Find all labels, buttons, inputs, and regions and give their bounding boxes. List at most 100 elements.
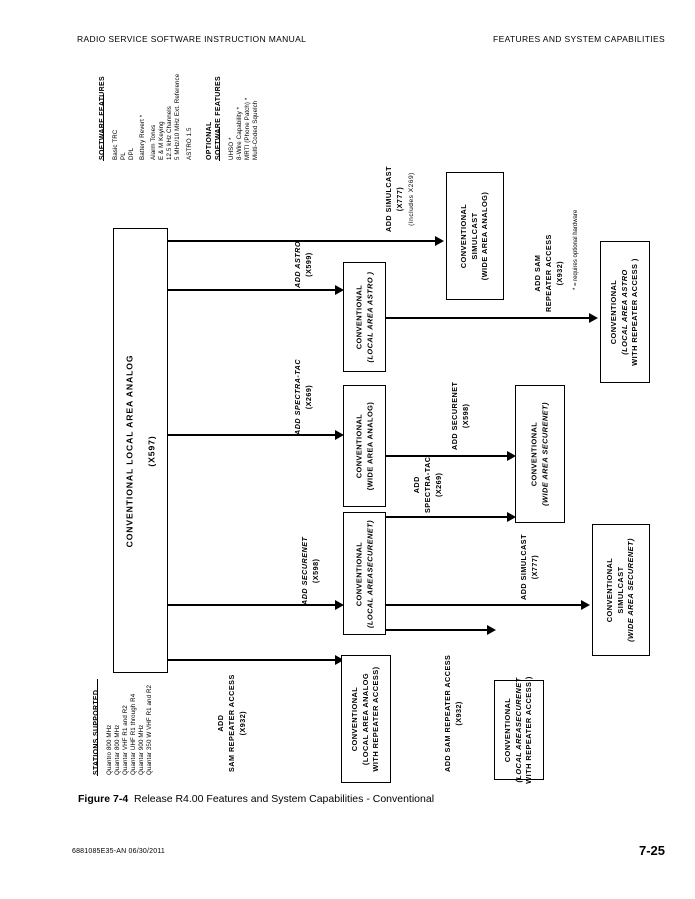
label-line2: (X599) bbox=[303, 252, 313, 277]
connector-local-securenet-to-simulcast bbox=[386, 604, 584, 606]
arrowhead bbox=[507, 512, 516, 522]
box-conventional-simulcast-wide-area-securenet: CONVENTIONAL SIMULCAST (WIDE AREA SECURE… bbox=[592, 524, 650, 656]
box-label: CONVENTIONAL (WIDE AREA SECURENET) bbox=[529, 402, 550, 506]
arrow-label-add-astro-x599: ADD ASTRO (X599) bbox=[293, 241, 315, 288]
connector-to-local-securenet bbox=[168, 604, 338, 606]
box-line3: WITH REPEATER ACCESS ) bbox=[630, 258, 640, 366]
arrow-label-add-spectra-tac-x269-b: ADD SPECTRA-TAC (X269) bbox=[412, 457, 444, 513]
figure-caption: Figure 7-4 Release R4.00 Features and Sy… bbox=[78, 793, 434, 805]
arrow-label-add-spectra-tac-x269: ADD SPECTRA-TAC (X269) bbox=[293, 359, 315, 435]
connector-local-securenet-to-repeater bbox=[386, 629, 490, 631]
label-line1: ADD SAM REPEATER ACCESS bbox=[443, 654, 452, 772]
arrowhead bbox=[581, 600, 590, 610]
legend-item: 8-Wire Capability * bbox=[236, 106, 243, 160]
box-line2: (X597) bbox=[146, 434, 157, 467]
box-label: CONVENTIONAL SIMULCAST (WIDE AREA ANALOG… bbox=[459, 192, 491, 281]
box-conventional-local-area-securenet: CONVENTIONAL (LOCAL AREASECURENET) bbox=[343, 512, 386, 635]
box-conventional-local-area-analog: CONVENTIONAL LOCAL AREA ANALOG (X597) bbox=[113, 228, 168, 673]
running-head-right: Features and System Capabilities bbox=[493, 34, 665, 44]
arrowhead bbox=[487, 625, 496, 635]
legend-rule bbox=[97, 679, 99, 776]
box-line3: (WIDE AREA ANALOG) bbox=[480, 191, 490, 281]
box-line2: (LOCAL AREASECURENET bbox=[513, 677, 523, 783]
box-line1: CONVENTIONAL bbox=[502, 697, 512, 763]
legend-rule bbox=[103, 95, 105, 161]
arrow-label-add-simulcast-x777-b: ADD SIMULCAST (X777) bbox=[519, 534, 541, 600]
label-line2: (X777) bbox=[394, 186, 404, 212]
label-line3: (Includes X269) bbox=[407, 172, 415, 226]
arrowhead bbox=[435, 236, 444, 246]
box-label: CONVENTIONAL SIMULCAST (WIDE AREA SECURE… bbox=[605, 538, 637, 642]
box-label: CONVENTIONAL (WIDE AREA ANALOG) bbox=[354, 402, 375, 491]
box-line3: WITH REPEATER ACCESS) bbox=[371, 666, 381, 772]
box-line1: CONVENTIONAL bbox=[353, 284, 363, 350]
legend-item: ASTRO 1.5 bbox=[186, 127, 193, 160]
label-line3: (X932) bbox=[237, 710, 247, 736]
label-line1: ADD SECURENET bbox=[300, 536, 309, 605]
legend-item: Basic TRC bbox=[112, 129, 119, 160]
arrowhead bbox=[335, 600, 344, 610]
legend-item: E & M Keying bbox=[158, 121, 165, 160]
box-label: CONVENTIONAL (LOCAL AREASECURENET) bbox=[354, 520, 375, 628]
legend-item: Battery Revert * bbox=[139, 114, 146, 160]
box-line1: CONVENTIONAL bbox=[349, 686, 359, 752]
legend-item: DPL bbox=[128, 147, 135, 160]
arrowhead bbox=[335, 655, 344, 665]
box-line1: CONVENTIONAL bbox=[608, 279, 618, 345]
legend-item: UHSO * bbox=[228, 137, 235, 160]
label-line1: ADD SECURENET bbox=[450, 381, 459, 450]
box-conventional-local-area-securenet-with-repeater-access: CONVENTIONAL (LOCAL AREASECURENET WITH R… bbox=[494, 676, 544, 784]
box-line2: (WIDE AREA ANALOG) bbox=[364, 401, 374, 491]
legend-rule bbox=[219, 127, 221, 161]
legend-optional-title-line1: OPTIONAL bbox=[206, 121, 213, 160]
box-line2: (LOCAL AREA ANALOG bbox=[360, 672, 370, 766]
label-line2: REPEATER ACCESS bbox=[543, 234, 553, 312]
label-line2: (X269) bbox=[303, 384, 313, 410]
legend-item: MRTI (Phone Patch) * bbox=[244, 97, 251, 160]
legend-item: 5 MHz/10 MHz Ext. Reference bbox=[174, 73, 181, 160]
legend-item: Quantar UHF R1 through R4 bbox=[130, 693, 137, 775]
label-line2: SAM REPEATER ACCESS bbox=[226, 674, 236, 772]
connector-to-simulcast bbox=[168, 240, 438, 242]
running-head-left: Radio Service Software Instruction Manua… bbox=[77, 34, 307, 44]
connector-to-wide-analog bbox=[168, 434, 338, 436]
box-label: CONVENTIONAL (LOCAL AREA ASTRO ) bbox=[354, 272, 375, 363]
legend-item: Alarm Tones bbox=[150, 124, 157, 160]
box-conventional-local-area-astro-with-repeater-access: CONVENTIONAL (LOCAL AREA ASTRO WITH REPE… bbox=[600, 241, 650, 383]
arrowhead bbox=[507, 451, 516, 461]
label-line2: SPECTRA-TAC bbox=[422, 456, 432, 513]
label-line2: (X932) bbox=[453, 701, 463, 726]
box-label: CONVENTIONAL LOCAL AREA ANALOG (X597) bbox=[118, 354, 163, 547]
box-label: CONVENTIONAL (LOCAL AREASECURENET WITH R… bbox=[503, 676, 535, 784]
figure-label: Figure 7-4 bbox=[78, 793, 129, 805]
box-line1: CONVENTIONAL bbox=[353, 541, 363, 606]
box-conventional-local-area-analog-with-repeater-access: CONVENTIONAL (LOCAL AREA ANALOG WITH REP… bbox=[341, 655, 391, 783]
label-line1: ADD SIMULCAST bbox=[384, 166, 393, 232]
legend-item: Quantro 800 MHz bbox=[106, 724, 113, 775]
box-conventional-wide-area-securenet: CONVENTIONAL (WIDE AREA SECURENET) bbox=[515, 385, 565, 523]
box-conventional-wide-area-analog: CONVENTIONAL (WIDE AREA ANALOG) bbox=[343, 385, 386, 507]
box-line2: SIMULCAST bbox=[615, 566, 625, 614]
legend-item: Quantar 900 MHz bbox=[138, 724, 145, 775]
legend-item: Quantar 800 MHz bbox=[114, 724, 121, 775]
arrow-label-add-sam-repeater-x932-securenet: ADD SAM REPEATER ACCESS (X932) bbox=[443, 655, 465, 772]
box-line1: CONVENTIONAL LOCAL AREA ANALOG bbox=[124, 354, 135, 547]
footer-page-number: 7-25 bbox=[638, 843, 665, 858]
box-line2: (LOCAL AREA ASTRO ) bbox=[364, 271, 374, 363]
label-line3: (X932) bbox=[554, 260, 564, 286]
connector-astro-to-repeater bbox=[386, 317, 592, 319]
box-conventional-simulcast-wide-area-analog: CONVENTIONAL SIMULCAST (WIDE AREA ANALOG… bbox=[446, 172, 504, 300]
arrow-label-add-securenet-x598-local: ADD SECURENET (X598) bbox=[300, 537, 322, 605]
label-line1: ADD SAM bbox=[533, 254, 542, 292]
box-line2: (LOCAL AREA ASTRO bbox=[619, 269, 629, 355]
label-line2: (X598) bbox=[460, 403, 470, 429]
box-line1: CONVENTIONAL bbox=[529, 421, 539, 487]
box-label: CONVENTIONAL (LOCAL AREA ANALOG WITH REP… bbox=[350, 666, 382, 771]
legend-item: PL bbox=[120, 152, 127, 160]
box-line2: (WIDE AREA SECURENET) bbox=[540, 402, 549, 506]
label-line1: ADD SIMULCAST bbox=[519, 534, 528, 600]
box-line2: (LOCAL AREASECURENET) bbox=[364, 519, 374, 628]
connector-local-securenet-to-wide-securenet bbox=[386, 516, 510, 518]
label-line2: (X777) bbox=[529, 554, 539, 580]
